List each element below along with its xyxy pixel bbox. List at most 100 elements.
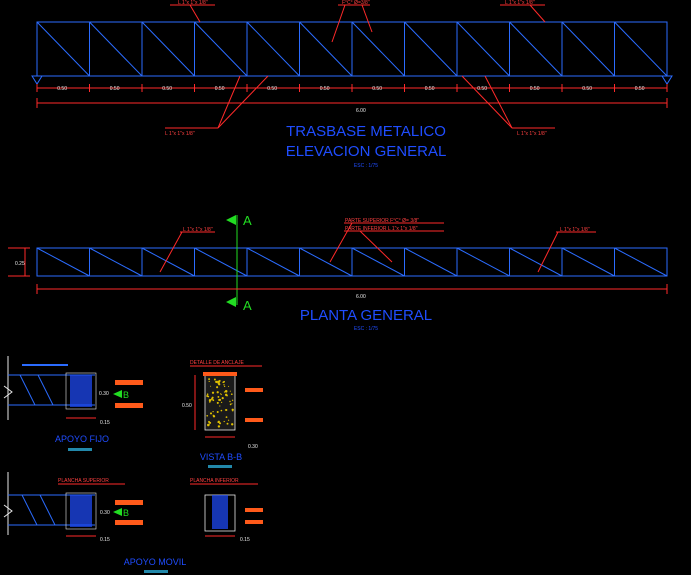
elevation-diagonal [614, 21, 668, 77]
concrete-speck [217, 421, 220, 424]
elev-label-top-mid: F°C° Ø=3/8" [342, 0, 370, 6]
fixed-title-underline [68, 448, 92, 451]
elevation-diagonal [36, 21, 90, 77]
elevation-diagonal [404, 21, 458, 77]
view-bb-side-plate-1 [245, 388, 263, 392]
plan-scale: ESC : 1/75 [354, 326, 378, 332]
concrete-speck [208, 401, 211, 403]
view-bb-height: 0.50 [182, 403, 192, 409]
section-arrow-top-icon [226, 215, 236, 225]
elevation-title-line2: ELEVACION GENERAL [286, 143, 447, 160]
fixed-dim-b: 0.15 [100, 420, 110, 426]
concrete-speck [224, 390, 228, 393]
elevation-bottom-labels: L 1"x 1"x 1/8" L 1"x 1"x 1/8" [165, 75, 555, 137]
plan-diagonal [299, 247, 353, 277]
fixed-marker-letter: B [123, 390, 129, 400]
concrete-speck [217, 380, 220, 384]
elevation-diagonal [89, 21, 143, 77]
plan-diagonal [509, 247, 563, 277]
concrete-fill [206, 378, 234, 428]
plan-label-upper: PARTE SUPERIOR F°C° Ø= 3/8" [345, 218, 419, 224]
mobile-title-underline [144, 570, 168, 573]
concrete-speck [228, 385, 230, 387]
elevation-top-labels: L 1"x 1"x 1/8" F°C° Ø=3/8" L 1"x 1"x 1/8… [170, 0, 546, 43]
concrete-speck [220, 393, 222, 396]
plan-total-length: 6.00 [356, 294, 366, 300]
elevation-segment-label: 0.50 [582, 86, 592, 92]
section-arrow-bottom-icon [226, 297, 236, 307]
section-label-top: A [243, 213, 252, 228]
elevation-diagonal [456, 21, 510, 77]
left-support-icon [31, 75, 43, 85]
plan-diagonal [194, 247, 248, 277]
plan-diagonal [561, 247, 615, 277]
right-support-icon [661, 75, 673, 85]
view-bb-side-plate-2 [245, 418, 263, 422]
concrete-speck [229, 390, 231, 392]
plan-width-label: 0.25 [15, 261, 25, 267]
concrete-speck [208, 380, 210, 383]
fixed-dim-a: 0.30 [99, 391, 109, 397]
plan-diagonal [456, 247, 510, 277]
view-bb-header: DETALLE DE ANCLAJE [190, 360, 244, 366]
elevation-segment-label: 0.50 [162, 86, 172, 92]
view-bb-title: VISTA B-B [200, 452, 242, 462]
mobile-support-title: APOYO MOVIL [124, 557, 187, 567]
plan-title: PLANTA GENERAL [300, 307, 432, 324]
mobile-header-left: PLANCHA SUPERIOR [58, 478, 109, 484]
elev-label-top-right: L 1"x 1"x 1/8" [505, 0, 535, 6]
mobile-plate-upper [115, 500, 143, 505]
concrete-speck [222, 381, 225, 384]
mobile-plate-lower [115, 520, 143, 525]
plan-label-lower: PARTE INFERIOR L 1"x 1"x 1/8" [345, 226, 418, 232]
plan-diagonal [614, 247, 668, 277]
mobile-dim-b: 0.15 [100, 537, 110, 543]
concrete-speck [231, 423, 234, 426]
elev-label-bottom-right: L 1"x 1"x 1/8" [517, 131, 547, 137]
elevation-segment-label: 0.50 [635, 86, 645, 92]
fixed-support-column [70, 375, 92, 407]
mobile-marker-letter: B [123, 508, 129, 518]
concrete-speck [223, 384, 225, 386]
elev-total-length: 6.00 [356, 108, 366, 114]
mobile-marker-arrow-icon [113, 508, 122, 516]
concrete-speck [231, 403, 233, 405]
concrete-speck [218, 422, 222, 425]
elevation-title-line1: TRASBASE METALICO [286, 123, 446, 140]
concrete-speck [209, 421, 212, 424]
concrete-speck [229, 400, 231, 403]
concrete-speck [213, 378, 216, 381]
elevation-segment-label: 0.50 [57, 86, 67, 92]
detail-mobile-support: PLANCHA SUPERIOR B 0.30 0.15 PLANCHA INF… [3, 472, 263, 573]
section-label-bottom: A [243, 298, 252, 313]
concrete-speck [221, 396, 224, 400]
concrete-speck [227, 419, 230, 421]
concrete-speck [223, 420, 225, 423]
detail-fixed-support: B 0.30 0.15 APOYO FIJO [3, 356, 143, 451]
elevation-diagonals [36, 21, 668, 77]
concrete-speck [210, 385, 212, 387]
elevation-segment-label: 0.50 [110, 86, 120, 92]
plan-dimensions: 0.25 6.00 [8, 247, 668, 300]
concrete-speck [212, 415, 216, 418]
concrete-speck [224, 409, 227, 411]
elevation-segment-label: 0.50 [267, 86, 277, 92]
concrete-speck [224, 393, 228, 397]
plan-diagonal [246, 247, 300, 277]
plan-diagonal [404, 247, 458, 277]
concrete-speck [223, 391, 226, 393]
concrete-speck [216, 410, 219, 414]
plan-label-right: L 1"x 1"x 1/8" [560, 227, 590, 233]
elevation-segment-label: 0.50 [425, 86, 435, 92]
section-cut-a: A A [226, 213, 252, 313]
elevation-diagonal [246, 21, 300, 77]
concrete-speck [209, 412, 213, 415]
elevation-scale: ESC : 1/75 [354, 163, 378, 169]
concrete-speck [225, 416, 228, 418]
elevation-segment-label: 0.50 [372, 86, 382, 92]
concrete-speck [216, 386, 219, 389]
concrete-speck [206, 414, 209, 417]
fixed-support-title: APOYO FIJO [55, 434, 109, 444]
plan-truss [36, 247, 668, 277]
view-bb-top-plate [203, 372, 237, 376]
